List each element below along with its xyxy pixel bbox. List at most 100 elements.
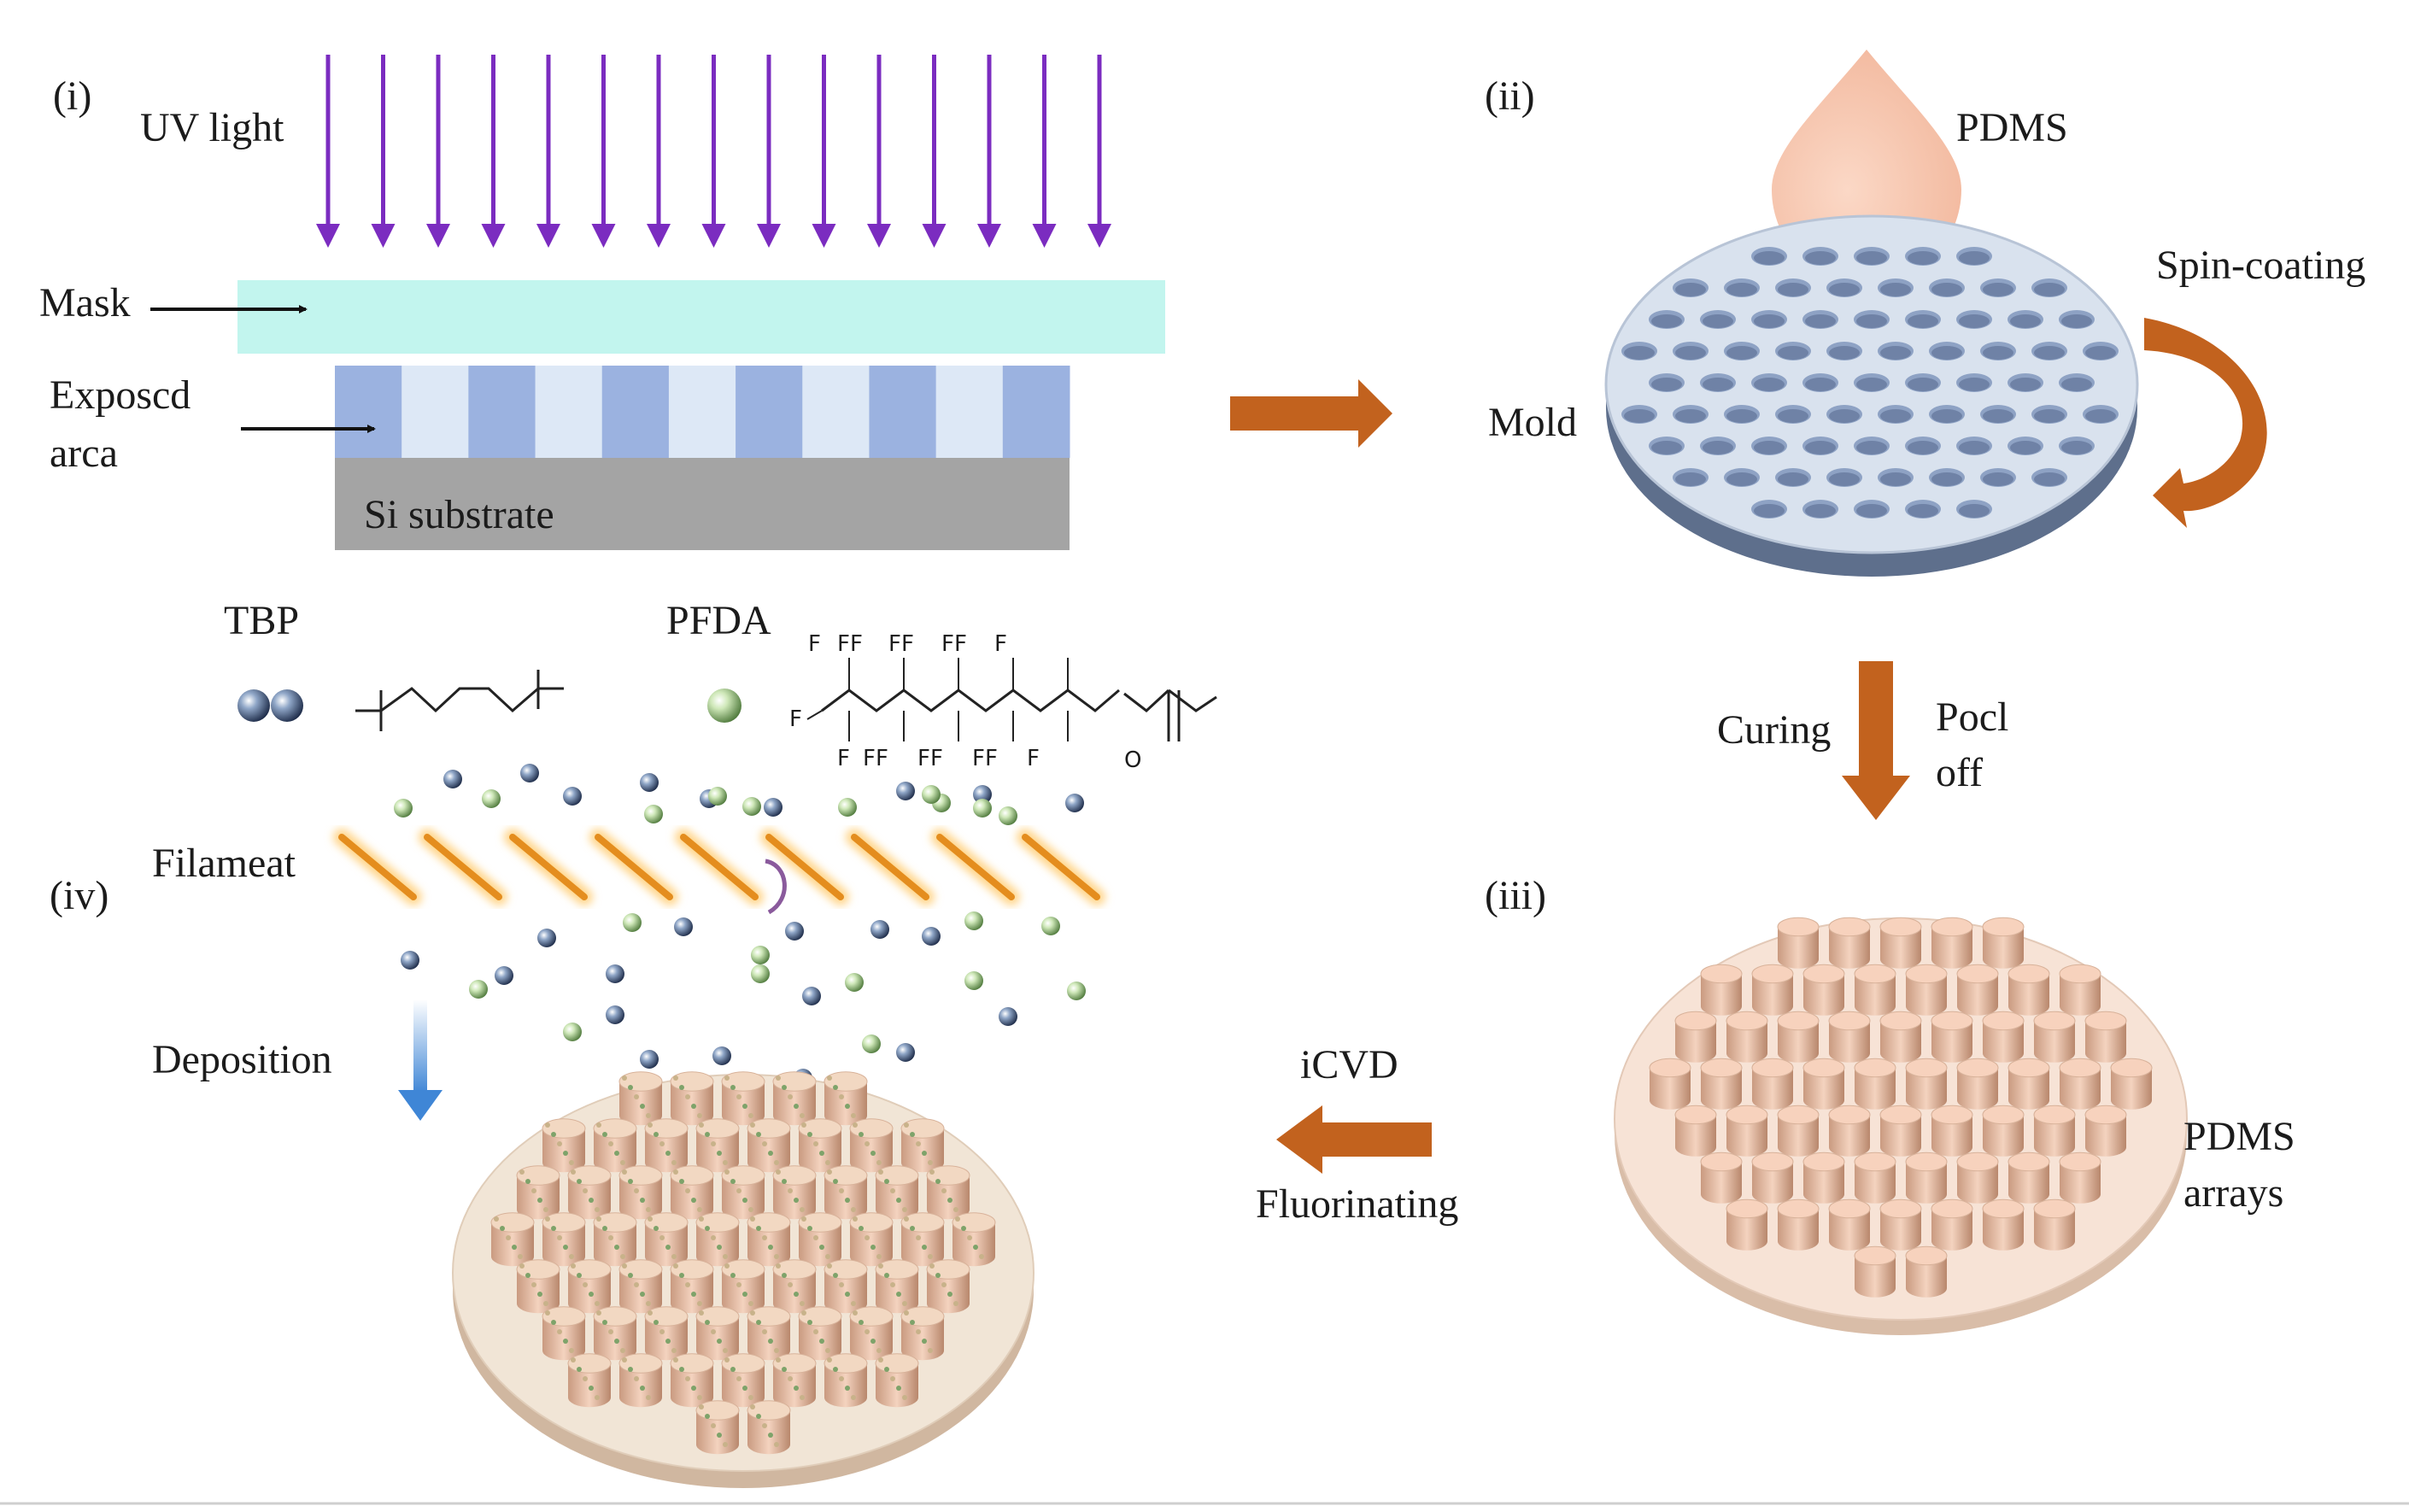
pdms-pillar [1854, 1152, 1896, 1204]
pdms-pillar [1700, 1058, 1743, 1110]
mold-hole [1649, 310, 1685, 329]
coated-pillar [695, 1306, 740, 1361]
mold-hole [1826, 468, 1862, 487]
mold-hole [1956, 247, 1992, 266]
mold-hole [1929, 342, 1965, 360]
pfda-molecule-icon [922, 785, 941, 804]
mold-hole [1775, 468, 1811, 487]
mold-hole [1980, 278, 2016, 297]
mold-hole [1929, 278, 1965, 297]
pfda-molecule-icon [644, 805, 663, 823]
mold-hole [1878, 342, 1914, 360]
tbp-sphere-icon [271, 689, 303, 722]
filament-rod-icon [589, 829, 678, 905]
coated-pillar [772, 1353, 817, 1408]
exposed-strip [869, 366, 937, 458]
coated-pillar [747, 1118, 791, 1173]
mold-hole [1649, 437, 1685, 455]
icvd-label: iCVD [1300, 1042, 1398, 1087]
coated-pillar [542, 1118, 586, 1173]
pdms-pillar [1879, 1105, 1922, 1157]
coated-pillar [567, 1353, 612, 1408]
mold-hole [1854, 500, 1890, 519]
pfda-f-top-4: F [994, 631, 1007, 657]
pdms-pillar [1956, 1058, 1999, 1110]
coated-pillar [824, 1353, 868, 1408]
pdms-arrays-label-line2: arrays [2183, 1170, 2283, 1216]
process-arrow-i-to-ii-icon [1230, 379, 1392, 448]
pdms-pillar [2084, 1011, 2127, 1063]
coated-pillar [952, 1212, 996, 1267]
uv-arrow-icon [922, 55, 947, 248]
pfda-f-bottom-1: FF [863, 746, 888, 771]
filament-rod-icon [846, 829, 935, 905]
coated-pillar [798, 1118, 842, 1173]
mold-hole [1621, 342, 1657, 360]
pdms-pillar [2008, 1152, 2050, 1204]
mold-disc [1604, 214, 2139, 577]
coated-pillar [542, 1212, 586, 1267]
process-arrow-iii-to-iv-icon [1276, 1105, 1432, 1174]
pdms-pillar [1777, 1105, 1820, 1157]
pdms-pillar [1700, 964, 1743, 1016]
pdms-pillar [1802, 1152, 1845, 1204]
pdms-pillar [2059, 964, 2101, 1016]
pdms-pillar [1777, 1198, 1820, 1251]
coated-pillar [849, 1212, 894, 1267]
filament-rod-icon [504, 829, 593, 905]
panel-iv: (iv) TBP PFDA F FF FF [50, 598, 1217, 1488]
pfda-molecule-icon [964, 971, 983, 990]
coated-pillar [747, 1212, 791, 1267]
peel-off-label-line1: Pocl [1936, 694, 2008, 740]
coated-pillar [824, 1071, 868, 1126]
exposed-strip [1002, 366, 1070, 458]
deposition-arrow-icon [398, 999, 443, 1121]
fluorinating-label: Fluorinating [1256, 1181, 1458, 1227]
coated-pillar [772, 1165, 817, 1220]
pdms-pillar [1751, 1058, 1794, 1110]
pfda-molecule-icon [1041, 917, 1060, 935]
tbp-molecule-icon [640, 773, 659, 792]
panel-i: (i) UV light Mask Exposcd arca Si substr… [39, 55, 1165, 550]
coated-pillar [695, 1400, 740, 1455]
uv-arrows [316, 55, 1111, 248]
tbp-molecule-icon [640, 1050, 659, 1069]
filament-rod-icon [760, 829, 849, 905]
mold-hole [1775, 278, 1811, 297]
tbp-molecule-icon [495, 966, 513, 985]
pfda-f-bottom-4: F [1027, 746, 1040, 771]
pdms-label: PDMS [1956, 105, 2068, 150]
panel-ii-label: (ii) [1485, 73, 1535, 119]
gas-molecules [394, 764, 1086, 1087]
tbp-molecule-icon [785, 922, 804, 941]
pdms-pillar [1828, 917, 1871, 969]
coated-pillar [875, 1353, 919, 1408]
pdms-pillar [1982, 1198, 2025, 1251]
mold-hole [1905, 373, 1941, 392]
pfda-molecule-icon [973, 799, 992, 818]
tbp-molecule-icon [922, 927, 941, 946]
pfda-f-top-2: FF [888, 631, 914, 657]
mold-hole [1980, 405, 2016, 424]
coated-pillar [695, 1118, 740, 1173]
mold-hole [1775, 405, 1811, 424]
mold-hole [1700, 437, 1736, 455]
mold-hole [1700, 373, 1736, 392]
tbp-molecule-icon [606, 1005, 624, 1024]
pfda-molecule-icon [563, 1023, 582, 1041]
mold-hole [1751, 373, 1787, 392]
panel-iv-label: (iv) [50, 873, 108, 918]
uv-arrow-icon [1032, 55, 1057, 248]
coated-pillar [593, 1306, 637, 1361]
mold-hole [2031, 468, 2067, 487]
uv-arrow-icon [867, 55, 891, 248]
exposed-strip [402, 366, 469, 458]
pdms-pillar [1854, 1245, 1896, 1298]
tbp-molecule-icon [563, 787, 582, 806]
mold-hole [1673, 468, 1709, 487]
mold-hole [1751, 437, 1787, 455]
pdms-pillar [1905, 1152, 1948, 1204]
tbp-molecule-icon [606, 964, 624, 983]
mold-hole [2059, 437, 2095, 455]
coated-pillar [618, 1259, 663, 1314]
